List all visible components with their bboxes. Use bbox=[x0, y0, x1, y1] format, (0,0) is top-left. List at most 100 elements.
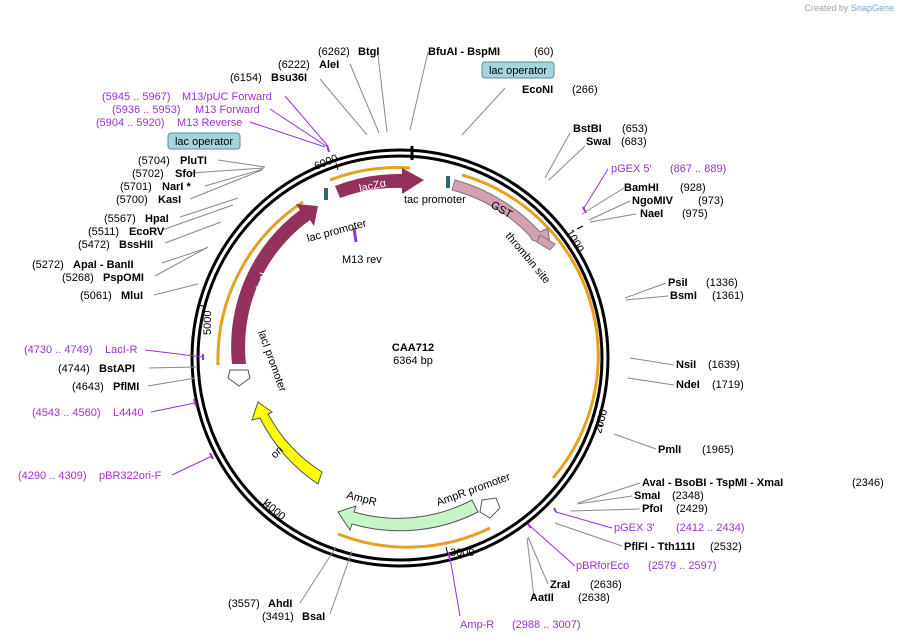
primer-name-l4440[interactable]: L4440 bbox=[113, 407, 144, 419]
site-pos-kasi: (5700) bbox=[116, 194, 148, 206]
site-name-apai[interactable]: ApaI - BanII bbox=[73, 259, 134, 271]
primer-range-laci: (4730 .. 4749) bbox=[24, 344, 93, 356]
lacza-feature[interactable] bbox=[335, 168, 424, 198]
site-name-bstbi[interactable]: BstBI bbox=[573, 123, 602, 135]
credit-prefix: Created by bbox=[804, 3, 849, 13]
site-name-alei[interactable]: AleI bbox=[319, 59, 339, 71]
site-name-aatii[interactable]: AatII bbox=[530, 592, 554, 604]
tac-promoter-label: tac promoter bbox=[404, 194, 466, 206]
site-pos-ngomiv: (973) bbox=[698, 195, 724, 207]
site-name-sfoi[interactable]: SfoI bbox=[175, 168, 196, 180]
thrombin-site-feature[interactable] bbox=[536, 234, 556, 251]
site-pos-pmli: (1965) bbox=[702, 444, 734, 456]
site-name-bsai[interactable]: BsaI bbox=[302, 611, 325, 623]
primer-name-m13puc[interactable]: M13/pUC Forward bbox=[182, 91, 272, 103]
site-pos-bfuai: (60) bbox=[534, 46, 554, 58]
site-pos-sfoi: (5702) bbox=[132, 168, 164, 180]
site-name-pspomi[interactable]: PspOMI bbox=[103, 272, 144, 284]
site-pos-apai: (5272) bbox=[32, 259, 64, 271]
site-leaders bbox=[147, 51, 675, 615]
primer-name-pbrforeco[interactable]: pBRforEco bbox=[576, 560, 629, 572]
lac-operator-mark-left bbox=[324, 188, 328, 200]
primer-name-pbr322[interactable]: pBR322ori-F bbox=[99, 470, 162, 482]
site-name-econi[interactable]: EcoNI bbox=[522, 84, 553, 96]
site-pos-nari: (5701) bbox=[120, 181, 152, 193]
primer-range-pbr322: (4290 .. 4309) bbox=[18, 470, 87, 482]
site-name-pflfi[interactable]: PflFI - Tth111I bbox=[624, 541, 695, 553]
primer-range-pgex3: (2412 .. 2434) bbox=[676, 522, 745, 534]
m13-rev-mark bbox=[352, 227, 358, 243]
site-name-nsii[interactable]: NsiI bbox=[676, 359, 696, 371]
site-name-kasi[interactable]: KasI bbox=[158, 194, 181, 206]
ampr-feature[interactable] bbox=[337, 499, 479, 532]
primer-range-pbrforeco: (2579 .. 2597) bbox=[648, 560, 717, 572]
site-name-ndei[interactable]: NdeI bbox=[676, 379, 700, 391]
primer-name-laci[interactable]: LacI-R bbox=[105, 344, 137, 356]
primer-name-ampr[interactable]: Amp-R bbox=[460, 619, 494, 631]
site-pos-alei: (6222) bbox=[278, 59, 310, 71]
site-name-bstapi[interactable]: BstAPI bbox=[99, 363, 135, 375]
site-name-pfoi[interactable]: PfoI bbox=[642, 503, 663, 515]
site-name-ecorv[interactable]: EcoRV bbox=[129, 226, 165, 238]
site-pos-pflmi: (4643) bbox=[72, 381, 104, 393]
site-name-ahdi[interactable]: AhdI bbox=[268, 598, 292, 610]
laci-promoter-label: lacI promoter bbox=[255, 329, 288, 394]
primer-name-pgex5[interactable]: pGEX 5' bbox=[611, 163, 652, 175]
site-name-pflmi[interactable]: PflMI bbox=[113, 381, 139, 393]
ampr-label: AmpR bbox=[345, 489, 378, 509]
site-name-bfuai[interactable]: BfuAI - BspMI bbox=[428, 46, 500, 58]
site-name-swai[interactable]: SwaI bbox=[586, 136, 611, 148]
laci-promoter-feature[interactable] bbox=[227, 369, 251, 387]
m13-rev-label: M13 rev bbox=[342, 254, 382, 266]
site-name-pluti[interactable]: PluTI bbox=[180, 155, 207, 167]
site-name-ngomiv[interactable]: NgoMIV bbox=[632, 195, 674, 207]
lac-operator-mark-right bbox=[446, 176, 450, 188]
site-name-nari[interactable]: NarI * bbox=[162, 181, 191, 193]
lac-operator-right[interactable]: lac operator bbox=[481, 61, 555, 79]
lacza-label: lacZα bbox=[358, 177, 388, 195]
primer-name-m13fwd[interactable]: M13 Forward bbox=[195, 104, 260, 116]
site-pos-bamhi: (928) bbox=[680, 182, 706, 194]
ori-feature[interactable] bbox=[251, 401, 323, 485]
primer-range-m13fwd: (5936 .. 5953) bbox=[112, 104, 181, 116]
primer-tick-m13 bbox=[326, 144, 330, 153]
site-pos-pluti: (5704) bbox=[138, 155, 170, 167]
scale-tick-4000 bbox=[262, 498, 269, 506]
site-name-bsu36i[interactable]: Bsu36I bbox=[271, 72, 307, 84]
site-name-bsshii[interactable]: BssHII bbox=[119, 239, 153, 251]
site-pos-bsu36i: (6154) bbox=[230, 72, 262, 84]
site-pos-pspomi: (5268) bbox=[62, 272, 94, 284]
site-name-btgi[interactable]: BtgI bbox=[358, 46, 379, 58]
site-pos-psii: (1336) bbox=[706, 277, 738, 289]
site-pos-naei: (975) bbox=[682, 208, 708, 220]
scale-label-5000: 5000 bbox=[202, 311, 214, 335]
primer-tick-l4440 bbox=[193, 398, 197, 407]
primer-name-m13rev[interactable]: M13 Reverse bbox=[177, 117, 242, 129]
scale-tick-1000 bbox=[576, 225, 584, 230]
site-pos-pfoi: (2429) bbox=[676, 503, 708, 515]
laci-feature[interactable] bbox=[231, 204, 318, 364]
ampr-promoter-feature[interactable] bbox=[479, 497, 501, 519]
primer-name-pgex3[interactable]: pGEX 3' bbox=[614, 522, 655, 534]
scale-label-3000: 3000 bbox=[450, 547, 474, 559]
site-name-pmli[interactable]: PmlI bbox=[658, 444, 681, 456]
site-name-bamhi[interactable]: BamHI bbox=[624, 182, 659, 194]
site-name-hpai[interactable]: HpaI bbox=[145, 213, 169, 225]
site-name-bsmi[interactable]: BsmI bbox=[670, 290, 697, 302]
site-name-naei[interactable]: NaeI bbox=[640, 208, 663, 220]
site-pos-ndei: (1719) bbox=[712, 379, 744, 391]
site-name-smai[interactable]: SmaI bbox=[634, 490, 660, 502]
site-name-zrai[interactable]: ZraI bbox=[550, 579, 570, 591]
primer-tick-pgex3 bbox=[553, 507, 557, 513]
scale-label-4000: 4000 bbox=[261, 498, 287, 523]
credit-brand: SnapGene bbox=[850, 3, 894, 13]
scale-tick-2000 bbox=[595, 423, 604, 427]
lac-operator-left[interactable]: lac operator bbox=[167, 132, 241, 150]
scale-tick-5000 bbox=[198, 304, 207, 308]
primer-range-ampr: (2988 .. 3007) bbox=[512, 619, 581, 631]
site-name-psii[interactable]: PsiI bbox=[668, 277, 688, 289]
primer-range-l4440: (4543 .. 4560) bbox=[32, 407, 101, 419]
site-pos-bstapi: (4744) bbox=[58, 363, 90, 375]
site-name-avai[interactable]: AvaI - BsoBI - TspMI - XmaI bbox=[642, 477, 783, 489]
site-name-mlui[interactable]: MluI bbox=[121, 290, 143, 302]
